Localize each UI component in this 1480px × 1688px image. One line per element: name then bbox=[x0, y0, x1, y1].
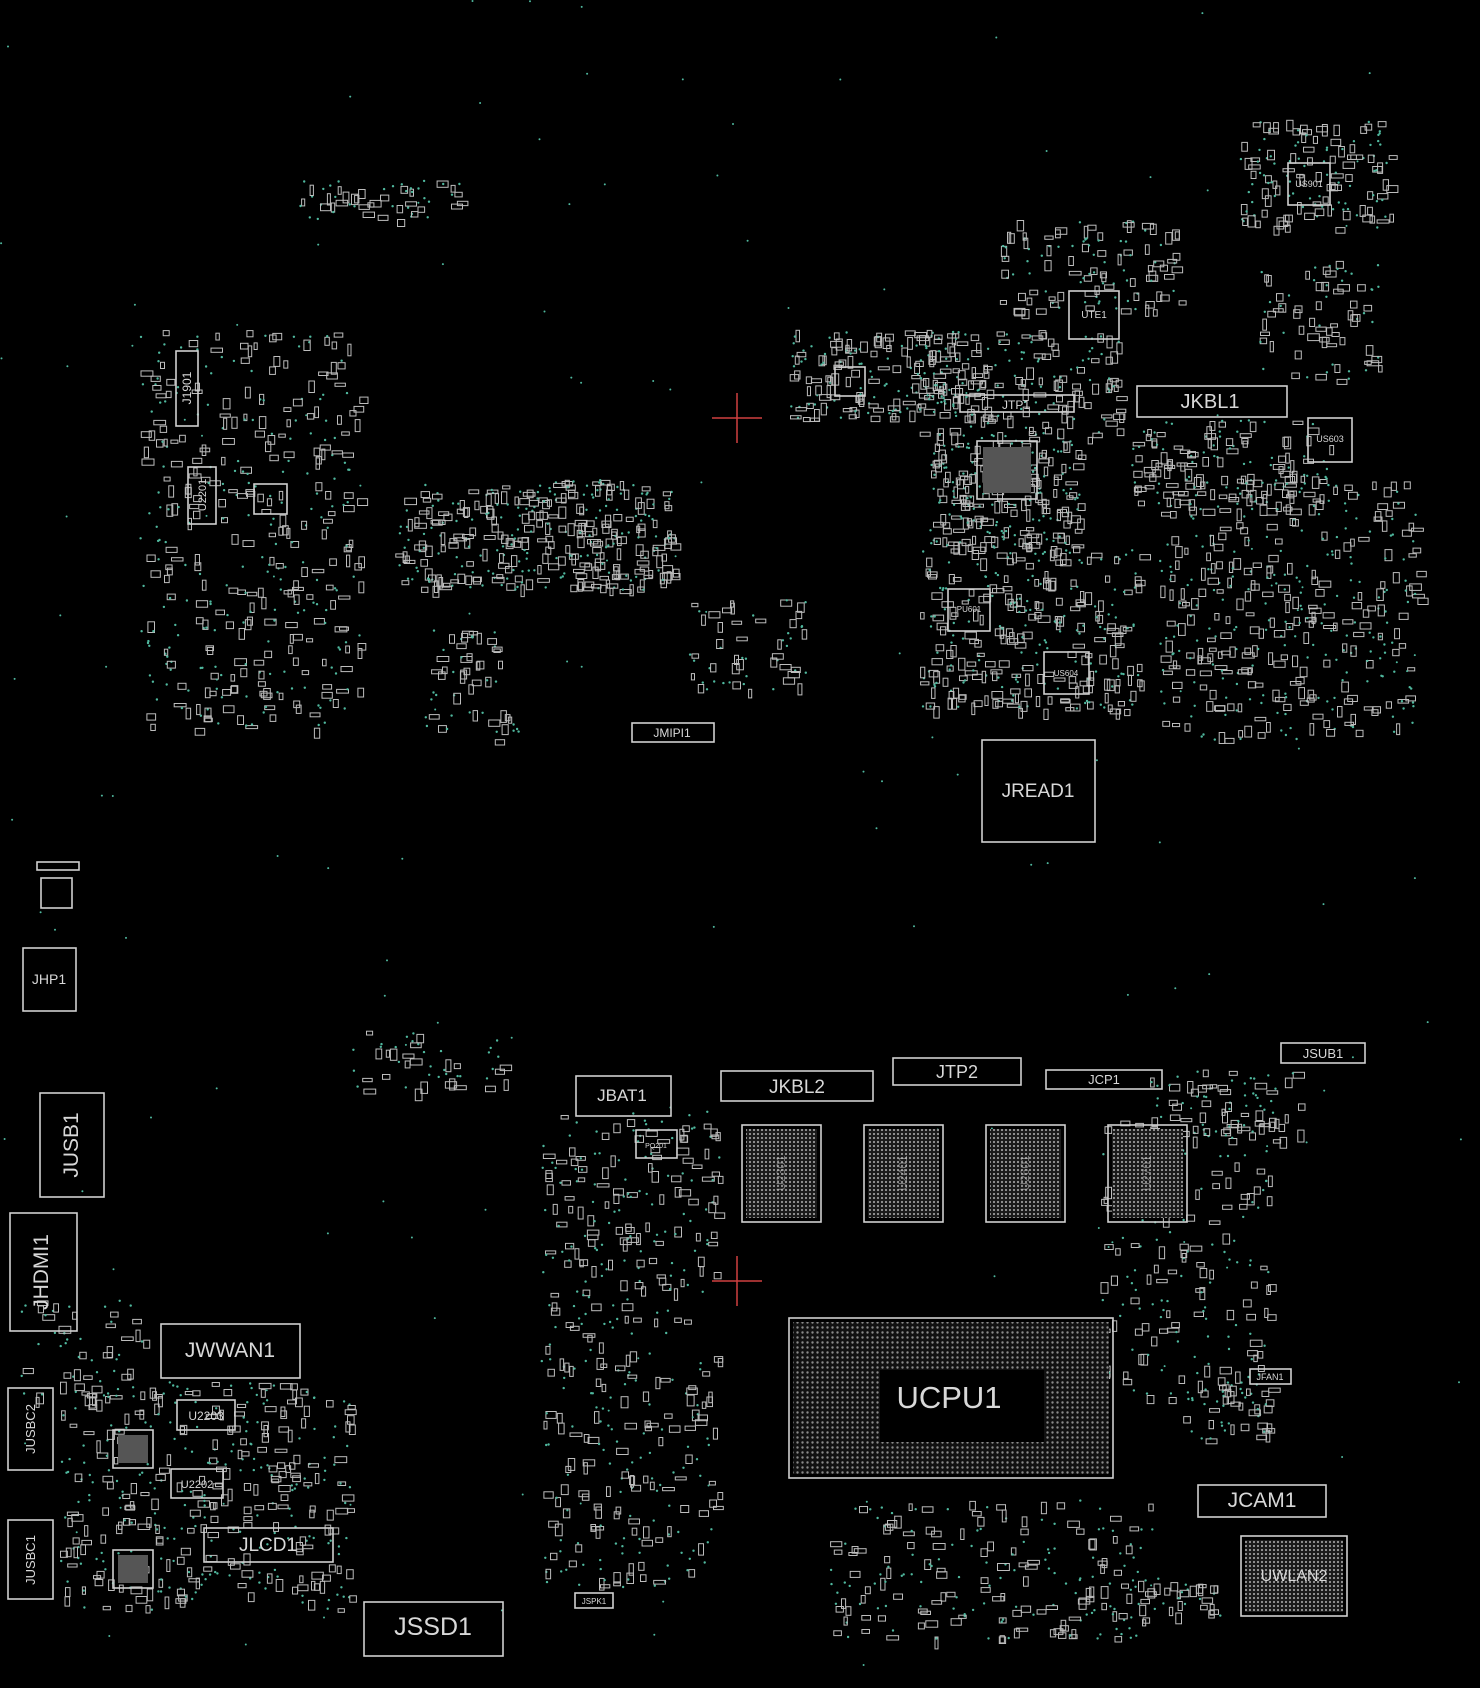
connector-jcam1[interactable]: JCAM1 bbox=[1197, 1484, 1327, 1518]
svg-text:U2201: U2201 bbox=[197, 479, 209, 511]
svg-text:JREAD1: JREAD1 bbox=[1002, 781, 1075, 802]
memory-chip-u2401[interactable]: U2401 bbox=[863, 1124, 944, 1223]
memory-chip-u2701[interactable]: U2701 bbox=[1107, 1124, 1188, 1223]
svg-text:JKBL1: JKBL1 bbox=[1181, 391, 1240, 413]
memory-chip-u2301[interactable]: U2301 bbox=[741, 1124, 822, 1223]
svg-text:JHP1: JHP1 bbox=[32, 971, 66, 987]
connector-jsub1[interactable]: JSUB1 bbox=[1280, 1042, 1366, 1064]
connector-jusb1[interactable]: JUSB1 bbox=[39, 1092, 105, 1198]
svg-text:U2301: U2301 bbox=[774, 1155, 788, 1191]
connector-jbat1[interactable]: JBAT1 bbox=[575, 1075, 672, 1117]
svg-text:PQ201: PQ201 bbox=[645, 1143, 667, 1150]
svg-text:JHDMI1: JHDMI1 bbox=[30, 1234, 53, 1310]
svg-text:JSSD1: JSSD1 bbox=[394, 1613, 472, 1641]
chip-small-top[interactable] bbox=[834, 366, 866, 397]
chip-ld1[interactable] bbox=[253, 483, 288, 515]
svg-text:U2203: U2203 bbox=[188, 1409, 224, 1423]
chip-pq201[interactable]: PQ201 bbox=[635, 1129, 678, 1159]
svg-text:JKBL2: JKBL2 bbox=[769, 1077, 825, 1098]
svg-text:JCAM1: JCAM1 bbox=[1228, 1489, 1297, 1512]
svg-text:US901: US901 bbox=[1295, 179, 1323, 189]
svg-text:JBAT1: JBAT1 bbox=[597, 1086, 647, 1105]
chip-us901[interactable]: US901 bbox=[1287, 162, 1331, 206]
svg-text:JMIPI1: JMIPI1 bbox=[653, 726, 691, 740]
connector-jusbc1[interactable]: JUSBC1 bbox=[7, 1519, 54, 1600]
svg-text:US604: US604 bbox=[1054, 669, 1079, 678]
svg-text:JTP1: JTP1 bbox=[1002, 398, 1030, 412]
chip-u2202[interactable]: U2202 bbox=[170, 1468, 224, 1499]
connector-jmipi1[interactable]: JMIPI1 bbox=[631, 722, 715, 743]
module-uwlan2[interactable]: UWLAN2 bbox=[1240, 1535, 1348, 1617]
svg-text:PU601: PU601 bbox=[957, 605, 982, 614]
svg-text:UTE1: UTE1 bbox=[1081, 310, 1107, 321]
svg-text:JLCD1: JLCD1 bbox=[239, 1535, 297, 1556]
connector-j1901[interactable]: J1901 bbox=[175, 350, 199, 427]
svg-text:JUSBC1: JUSBC1 bbox=[23, 1535, 38, 1585]
chip-us603[interactable]: US603 bbox=[1307, 417, 1353, 463]
bga-chip-top[interactable] bbox=[976, 440, 1038, 500]
component-field bbox=[0, 0, 1462, 1666]
chip-u2201[interactable]: U2201 bbox=[187, 466, 217, 525]
connector-jtp1[interactable]: JTP1 bbox=[959, 394, 1075, 413]
connector-jusbc2[interactable]: JUSBC2 bbox=[7, 1387, 54, 1471]
connector-jfan1[interactable]: JFAN1 bbox=[1249, 1368, 1292, 1385]
svg-text:JSUB1: JSUB1 bbox=[1303, 1046, 1343, 1061]
svg-text:JCP1: JCP1 bbox=[1088, 1072, 1120, 1087]
svg-text:JFAN1: JFAN1 bbox=[1256, 1372, 1283, 1382]
svg-text:UWLAN2: UWLAN2 bbox=[1261, 1568, 1328, 1585]
svg-text:US603: US603 bbox=[1316, 434, 1344, 444]
chip-us604[interactable]: US604 bbox=[1043, 651, 1090, 695]
bracket-left bbox=[36, 861, 80, 871]
crosshair-top bbox=[712, 393, 762, 443]
svg-text:JSPK1: JSPK1 bbox=[582, 1597, 607, 1606]
svg-text:JUSBC2: JUSBC2 bbox=[23, 1404, 38, 1454]
connector-jcp1[interactable]: JCP1 bbox=[1045, 1069, 1163, 1090]
connector-jhp1[interactable]: JHP1 bbox=[22, 947, 77, 1012]
bga-chip-left-1[interactable] bbox=[112, 1429, 154, 1469]
crosshair-bottom bbox=[712, 1256, 762, 1306]
svg-text:J1901: J1901 bbox=[180, 371, 194, 404]
svg-text:U2701: U2701 bbox=[1140, 1155, 1154, 1191]
connector-jkbl1[interactable]: JKBL1 bbox=[1136, 385, 1288, 418]
chip-small-left[interactable] bbox=[40, 877, 73, 909]
connector-jwwan1[interactable]: JWWAN1 bbox=[160, 1323, 301, 1379]
svg-text:U2401: U2401 bbox=[896, 1155, 910, 1191]
connector-jhdmi1[interactable]: JHDMI1 bbox=[9, 1212, 78, 1332]
svg-text:U2202: U2202 bbox=[181, 1479, 213, 1491]
connector-jkbl2[interactable]: JKBL2 bbox=[720, 1070, 874, 1102]
connector-jlcd1[interactable]: JLCD1 bbox=[203, 1527, 334, 1563]
svg-text:U2601: U2601 bbox=[1018, 1155, 1032, 1191]
svg-text:JTP2: JTP2 bbox=[936, 1062, 978, 1082]
chip-pu601[interactable]: PU601 bbox=[947, 588, 991, 632]
chip-ute1[interactable]: UTE1 bbox=[1068, 290, 1120, 340]
connector-jread1[interactable]: JREAD1 bbox=[981, 739, 1096, 843]
memory-chip-u2601[interactable]: U2601 bbox=[985, 1124, 1066, 1223]
cpu-ucpu1[interactable]: UCPU1 bbox=[788, 1317, 1114, 1479]
connector-jssd1[interactable]: JSSD1 bbox=[363, 1601, 504, 1657]
svg-text:JUSB1: JUSB1 bbox=[60, 1112, 83, 1177]
chip-u2203[interactable]: U2203 bbox=[176, 1399, 236, 1431]
connector-jtp2[interactable]: JTP2 bbox=[892, 1057, 1022, 1086]
svg-text:JWWAN1: JWWAN1 bbox=[185, 1339, 275, 1362]
bga-chip-left-2[interactable] bbox=[112, 1549, 154, 1589]
connector-jspk1[interactable]: JSPK1 bbox=[574, 1592, 614, 1609]
svg-text:UCPU1: UCPU1 bbox=[896, 1380, 1001, 1415]
